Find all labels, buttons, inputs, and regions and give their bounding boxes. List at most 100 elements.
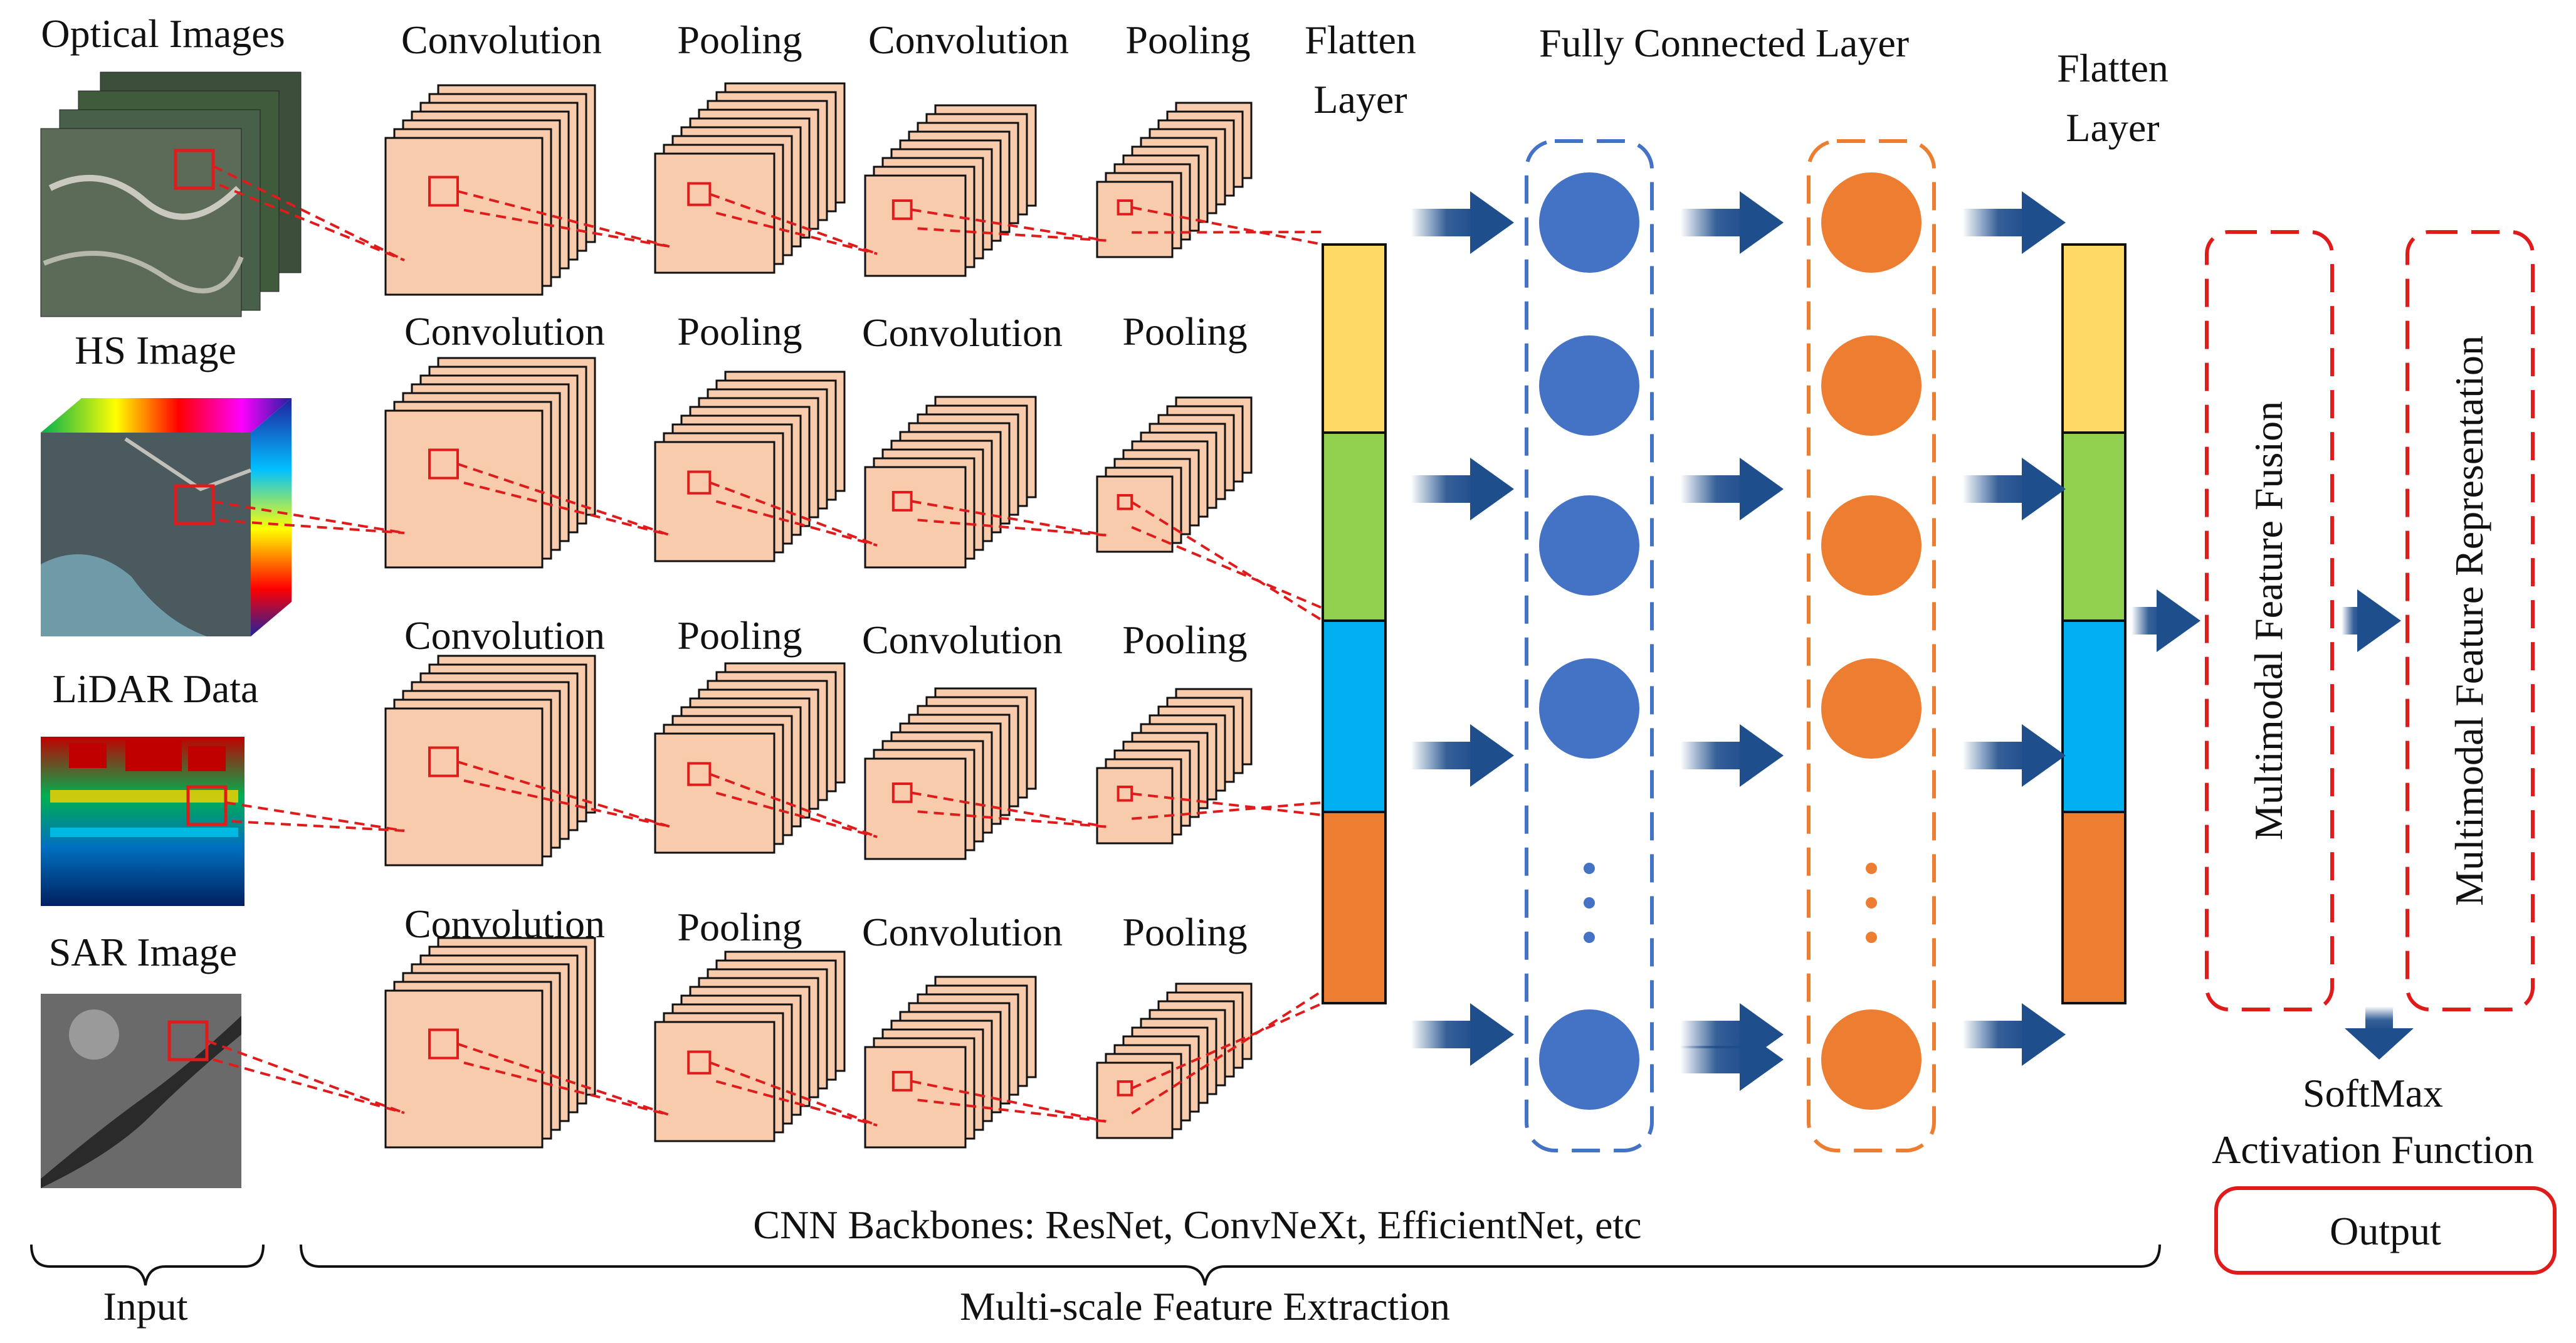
stage-label: Pooling [1122,910,1247,954]
projection-line [225,801,405,832]
segment-green [2061,431,2127,622]
blue-neuron [1539,658,1639,759]
blue-neuron [1539,335,1639,436]
flow-arrow [2342,589,2401,652]
blue-neuron-group-box [1525,139,1654,1152]
flow-arrow [1680,724,1784,787]
lidar-point-cloud-icon [41,737,244,906]
backbones-label: CNN Backbones: ResNet, ConvNeXt, Efficie… [753,1203,1641,1247]
feature-map-layer [864,174,967,277]
flow-arrow [1411,458,1514,520]
projection-line [911,1080,1107,1123]
projection-line [457,463,670,537]
kernel-window [687,1050,712,1075]
projection-line [463,1061,670,1117]
projection-line [715,211,878,255]
ellipsis-dot [1866,932,1877,943]
fusion-block: Multimodal Feature Fusion [2205,230,2334,1011]
projection-line [457,761,670,828]
stage-label: Pooling [1122,309,1247,354]
feature-map-layer [1096,475,1174,553]
ellipsis-dot [1584,863,1595,874]
projection-line [213,1058,405,1114]
projection-line [463,482,670,537]
extraction-brace [300,1244,2161,1286]
projection-line [1131,989,1324,1115]
stage-label: Convolution [868,18,1069,62]
feature-map-layer [384,707,544,866]
kernel-window [687,762,712,786]
sar-image-icon [41,994,241,1188]
projection-line [1131,1002,1323,1090]
orange-neuron [1821,495,1921,596]
ellipsis-dot [1584,932,1595,943]
cnn-backbone-rows: Convolution Pooling Convolution Pooling … [206,18,1324,1149]
feature-map-layer [654,441,775,562]
ellipsis-dot [1584,897,1595,908]
projection-line [709,481,878,547]
orange-neuron [1821,1009,1921,1110]
orange-neuron [1821,335,1921,436]
fusion-label: Multimodal Feature Fusion [2246,401,2291,840]
feature-map-layer [384,409,544,569]
kernel-window [687,470,712,495]
optical-image-stack-icon [40,71,302,317]
representation-block: Multimodal Feature Representation [2405,230,2535,1011]
projection-line [1131,525,1323,609]
blue-neuron [1539,1009,1639,1110]
stage-label: Pooling [1125,18,1250,62]
stage-label: Convolution [862,618,1063,662]
kernel-window [687,182,712,206]
flow-arrow [1411,1003,1514,1066]
fully-connected-label: Fully Connected Layer [1539,21,1909,65]
projection-line [457,190,670,248]
projection-line [911,791,1107,828]
flatten-right-label-2: Layer [2066,105,2159,150]
input-label-hs: HS Image [75,328,236,372]
feature-map-layer [864,757,967,860]
orange-neuron [1821,658,1921,759]
stage-label: Pooling [677,18,802,62]
segment-green [1322,431,1387,622]
stage-label: Pooling [677,613,802,658]
projection-line [219,184,405,261]
output-label: Output [2330,1209,2441,1253]
projection-line [715,1080,878,1127]
extraction-brace-label: Multi-scale Feature Extraction [960,1284,1450,1329]
input-column: Optical Images HS Image LiDAR Data SAR I… [40,11,302,1188]
flatten-layer-right: Flatten Layer [2057,46,2169,1004]
feature-map-layer [1096,181,1174,258]
projection-line [1131,501,1324,622]
backbone-row-labels-3: Convolution Pooling Convolution Pooling [404,613,1248,662]
feature-map-layer [864,1046,967,1149]
projection-line [457,1043,670,1117]
representation-box [2405,230,2535,1011]
feature-map-row-1 [213,82,1323,296]
projection-line [231,820,405,832]
projection-line [715,500,878,547]
feature-map-layer [384,137,544,296]
flatten-layer-left: Flatten Layer [1305,18,1416,1004]
flow-arrow [2132,589,2200,652]
projection-line [709,772,878,838]
flow-arrows [1411,191,2414,1091]
input-label-sar: SAR Image [49,930,237,974]
stage-label: Convolution [401,18,602,62]
feature-map-layer [1096,1061,1174,1139]
segment-blue [1322,619,1387,813]
projection-line [715,791,878,838]
projection-line [463,209,670,248]
feature-map-row-3 [225,655,1323,866]
orange-neuron [1821,172,1921,273]
feature-map-layer [384,989,544,1149]
output-box [2214,1186,2557,1275]
feature-map-layer [1096,767,1174,845]
stage-label: Convolution [862,910,1063,954]
flow-arrow [1962,724,2066,787]
projection-line [219,519,405,534]
feature-map-layer [654,732,775,854]
projection-line [911,500,1107,537]
segment-yellow [1322,243,1387,434]
softmax-label-2: Activation Function [2212,1127,2534,1172]
